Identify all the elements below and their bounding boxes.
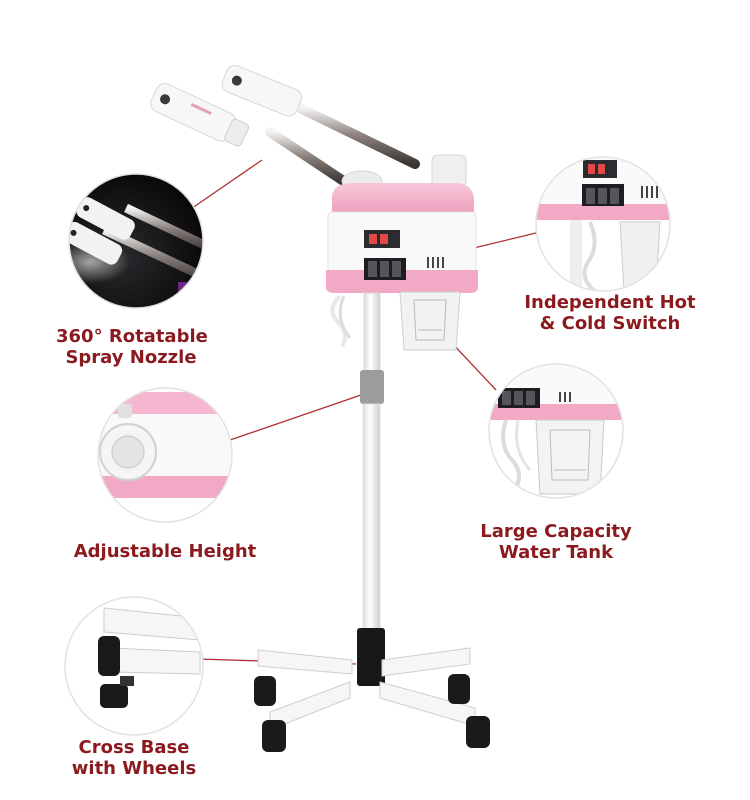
steamer-product — [150, 65, 490, 752]
label-adjustable-height: Adjustable Height — [73, 541, 257, 562]
steam-arms — [150, 65, 420, 187]
cross-base — [254, 647, 490, 752]
detail-hot-cold-switch — [535, 156, 671, 292]
detail-cross-base — [64, 596, 204, 736]
label-hot-cold-switch: Independent Hot& Cold Switch — [524, 292, 696, 334]
detail-adjustable-height — [97, 387, 233, 523]
detail-spray-nozzle — [68, 173, 204, 309]
detail-water-tank — [488, 363, 624, 499]
